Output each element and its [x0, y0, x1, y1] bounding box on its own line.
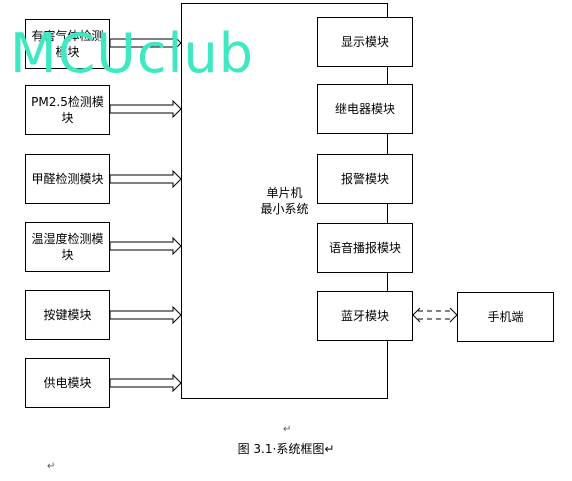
paragraph-mark: ↵: [283, 424, 292, 435]
voice-broadcast-label: 语音播报模块: [328, 241, 401, 255]
key-module: 按键模块: [25, 290, 110, 340]
bluetooth-module-label: 蓝牙模块: [340, 309, 389, 323]
temp-humidity-detection-module: 温湿度检测模块: [25, 222, 110, 272]
voice-broadcast-module: 语音播报模块: [317, 223, 413, 273]
pm25-detection-label: PM2.5检测模块: [31, 95, 104, 125]
display-module-label: 显示模块: [340, 35, 389, 49]
mcu-label-line2: 最小系统: [260, 202, 309, 216]
display-module: 显示模块: [317, 17, 413, 67]
mcuclub-watermark: MCUclub: [10, 22, 255, 85]
pm25-detection-module: PM2.5检测模块: [25, 85, 110, 135]
arrow-power-to-mcu: [109, 373, 182, 393]
formaldehyde-detection-module: 甲醛检测模块: [25, 154, 110, 204]
paragraph-mark: ↵: [47, 461, 56, 472]
alarm-module: 报警模块: [317, 154, 413, 204]
alarm-module-label: 报警模块: [340, 172, 389, 186]
arrow-harmful-gas-to-mcu: [109, 33, 182, 53]
key-module-label: 按键模块: [43, 308, 92, 322]
mobile-phone-label: 手机端: [487, 310, 524, 324]
mcu-label-line1: 单片机: [266, 186, 303, 200]
power-supply-label: 供电模块: [43, 376, 92, 390]
arrow-key-to-mcu: [109, 305, 182, 325]
relay-module: 继电器模块: [317, 84, 413, 134]
harmful-gas-detection-module: 有害气体检测模块: [25, 19, 110, 69]
temp-humidity-detection-label: 温湿度检测模块: [31, 232, 104, 262]
relay-module-label: 继电器模块: [334, 102, 395, 116]
harmful-gas-detection-label: 有害气体检测模块: [31, 29, 104, 59]
arrow-pm25-to-mcu: [109, 99, 182, 119]
power-supply-module: 供电模块: [25, 358, 110, 408]
arrow-bluetooth-phone-wireless: [412, 307, 458, 323]
figure-caption: 图 3.1·系统框图↵: [237, 442, 335, 456]
arrow-formaldehyde-to-mcu: [109, 169, 182, 189]
arrow-temp-humidity-to-mcu: [109, 236, 182, 256]
mobile-phone-terminal: 手机端: [457, 292, 554, 342]
formaldehyde-detection-label: 甲醛检测模块: [31, 172, 104, 186]
bluetooth-module: 蓝牙模块: [317, 291, 413, 341]
